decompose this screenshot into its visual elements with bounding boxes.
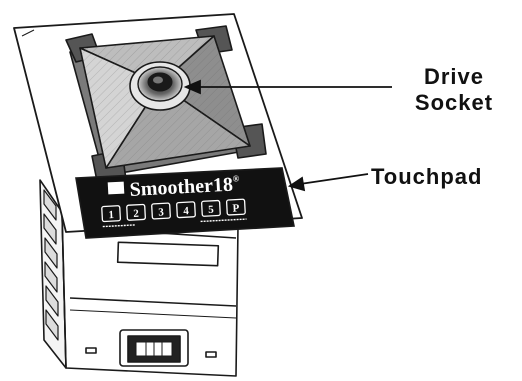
key-3[interactable]: 3 <box>151 202 171 220</box>
corner-foot-left <box>85 347 97 354</box>
key-row: 1 2 3 4 5 P <box>101 198 247 228</box>
key-1[interactable]: 1 <box>101 205 122 223</box>
key-caption-right-mark <box>200 218 247 223</box>
key-1-label: 1 <box>108 209 114 221</box>
key-p[interactable]: P <box>225 198 246 216</box>
display-slot <box>116 241 220 267</box>
key-5-label: 5 <box>208 204 215 216</box>
touchpad-panel: Smoother18® 1 2 3 4 5 <box>75 167 295 239</box>
key-5[interactable]: 5 <box>201 199 221 217</box>
key-2-label: 2 <box>133 208 140 220</box>
corner-foot-right <box>205 351 217 358</box>
touchpad-label: Touchpad <box>371 164 483 189</box>
brand-name: Smoother18® <box>129 173 240 201</box>
touchpad-arrow <box>287 173 369 192</box>
drive-socket-label: Drive Socket <box>394 64 514 116</box>
device-body <box>39 179 239 377</box>
drive-socket-arrow <box>183 79 392 95</box>
key-4[interactable]: 4 <box>176 201 196 219</box>
brand-trademark: ® <box>232 173 240 183</box>
drive-socket-label-line1: Drive <box>423 64 485 89</box>
key-caption-left-mark <box>102 224 135 228</box>
key-2[interactable]: 2 <box>126 203 146 221</box>
side-vents <box>43 189 59 341</box>
logo-mark <box>107 181 125 195</box>
drive-socket-label-line2: Socket <box>414 90 494 115</box>
key-4-label: 4 <box>183 205 190 217</box>
key-3-label: 3 <box>158 206 165 218</box>
brand-text: Smoother18 <box>129 174 233 201</box>
drive-socket <box>129 61 191 111</box>
key-p-label: P <box>232 202 240 214</box>
